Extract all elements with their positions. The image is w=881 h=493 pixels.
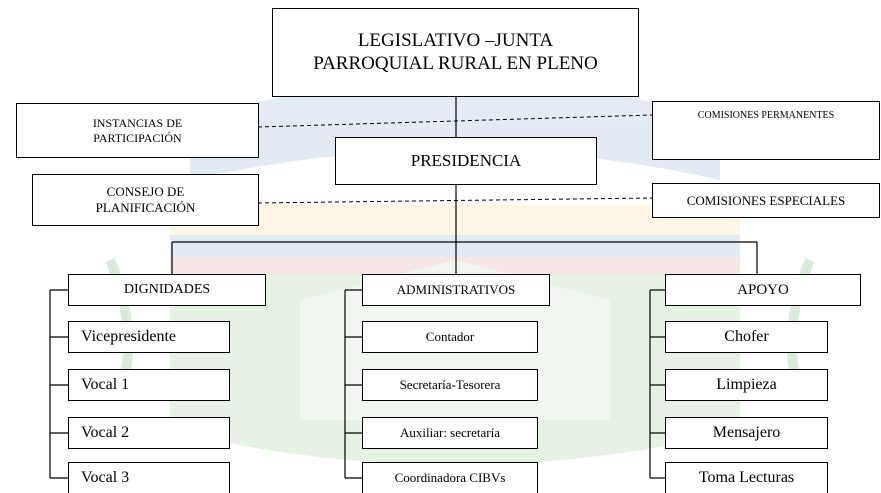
legislativo-line-2: PARROQUIAL RURAL EN PLENO	[313, 52, 598, 74]
apoyo-title: APOYO	[737, 282, 789, 298]
comisiones-especiales-label: COMISIONES ESPECIALES	[686, 192, 846, 208]
apoyo-item-label: Mensajero	[712, 424, 781, 442]
dignidades-item-label: Vocal 1	[81, 376, 130, 394]
apoyo-item-label: Limpieza	[716, 376, 777, 394]
administrativos-item-label: Contador	[425, 329, 475, 345]
apoyo-header-box: APOYO	[665, 274, 861, 306]
consejo-line-1: CONSEJO DE	[106, 184, 185, 200]
consejo-planificacion-box: CONSEJO DE PLANIFICACIÓN	[32, 174, 259, 226]
apoyo-item: Limpieza	[665, 369, 828, 401]
dignidades-item-label: Vocal 2	[81, 424, 130, 442]
dignidades-item-label: Vocal 3	[81, 469, 130, 487]
instancias-line-1: INSTANCIAS DE	[92, 116, 183, 131]
legislativo-box: LEGISLATIVO –JUNTA PARROQUIAL RURAL EN P…	[272, 8, 639, 97]
administrativos-item: Secretaría-Tesorera	[362, 369, 538, 401]
administrativos-item-label: Coordinadora CIBVs	[394, 470, 506, 486]
apoyo-item-label: Chofer	[724, 328, 769, 346]
administrativos-item-label: Auxiliar: secretaría	[400, 425, 500, 441]
dignidades-item: Vocal 3	[68, 462, 230, 493]
administrativos-header-box: ADMINISTRATIVOS	[362, 274, 550, 306]
administrativos-item-label: Secretaría-Tesorera	[399, 377, 501, 393]
apoyo-item: Toma Lecturas	[665, 462, 828, 493]
dignidades-item: Vocal 2	[68, 417, 230, 449]
apoyo-item-label: Toma Lecturas	[698, 469, 795, 487]
presidencia-box: PRESIDENCIA	[335, 137, 597, 185]
instancias-participacion-box: INSTANCIAS DE PARTICIPACIÓN	[16, 103, 259, 158]
dignidades-item: Vocal 1	[68, 369, 230, 401]
administrativos-item: Auxiliar: secretaría	[362, 417, 538, 449]
administrativos-item: Coordinadora CIBVs	[362, 462, 538, 493]
dignidades-header-box: DIGNIDADES	[68, 274, 266, 306]
dignidades-title: DIGNIDADES	[123, 281, 211, 297]
apoyo-item: Mensajero	[665, 417, 828, 449]
comisiones-permanentes-box: COMISIONES PERMANENTES	[652, 101, 880, 160]
dignidades-item-label: Vicepresidente	[81, 328, 176, 346]
presidencia-label: PRESIDENCIA	[410, 150, 522, 170]
comisiones-permanentes-label: COMISIONES PERMANENTES	[697, 110, 835, 121]
comisiones-especiales-box: COMISIONES ESPECIALES	[652, 183, 880, 218]
dignidades-item: Vicepresidente	[68, 321, 230, 353]
administrativos-title: ADMINISTRATIVOS	[396, 282, 516, 298]
administrativos-item: Contador	[362, 321, 538, 353]
consejo-line-2: PLANIFICACIÓN	[95, 200, 196, 215]
apoyo-item: Chofer	[665, 321, 828, 353]
legislativo-line-1: LEGISLATIVO –JUNTA	[357, 29, 554, 51]
instancias-line-2: PARTICIPACIÓN	[93, 130, 182, 145]
